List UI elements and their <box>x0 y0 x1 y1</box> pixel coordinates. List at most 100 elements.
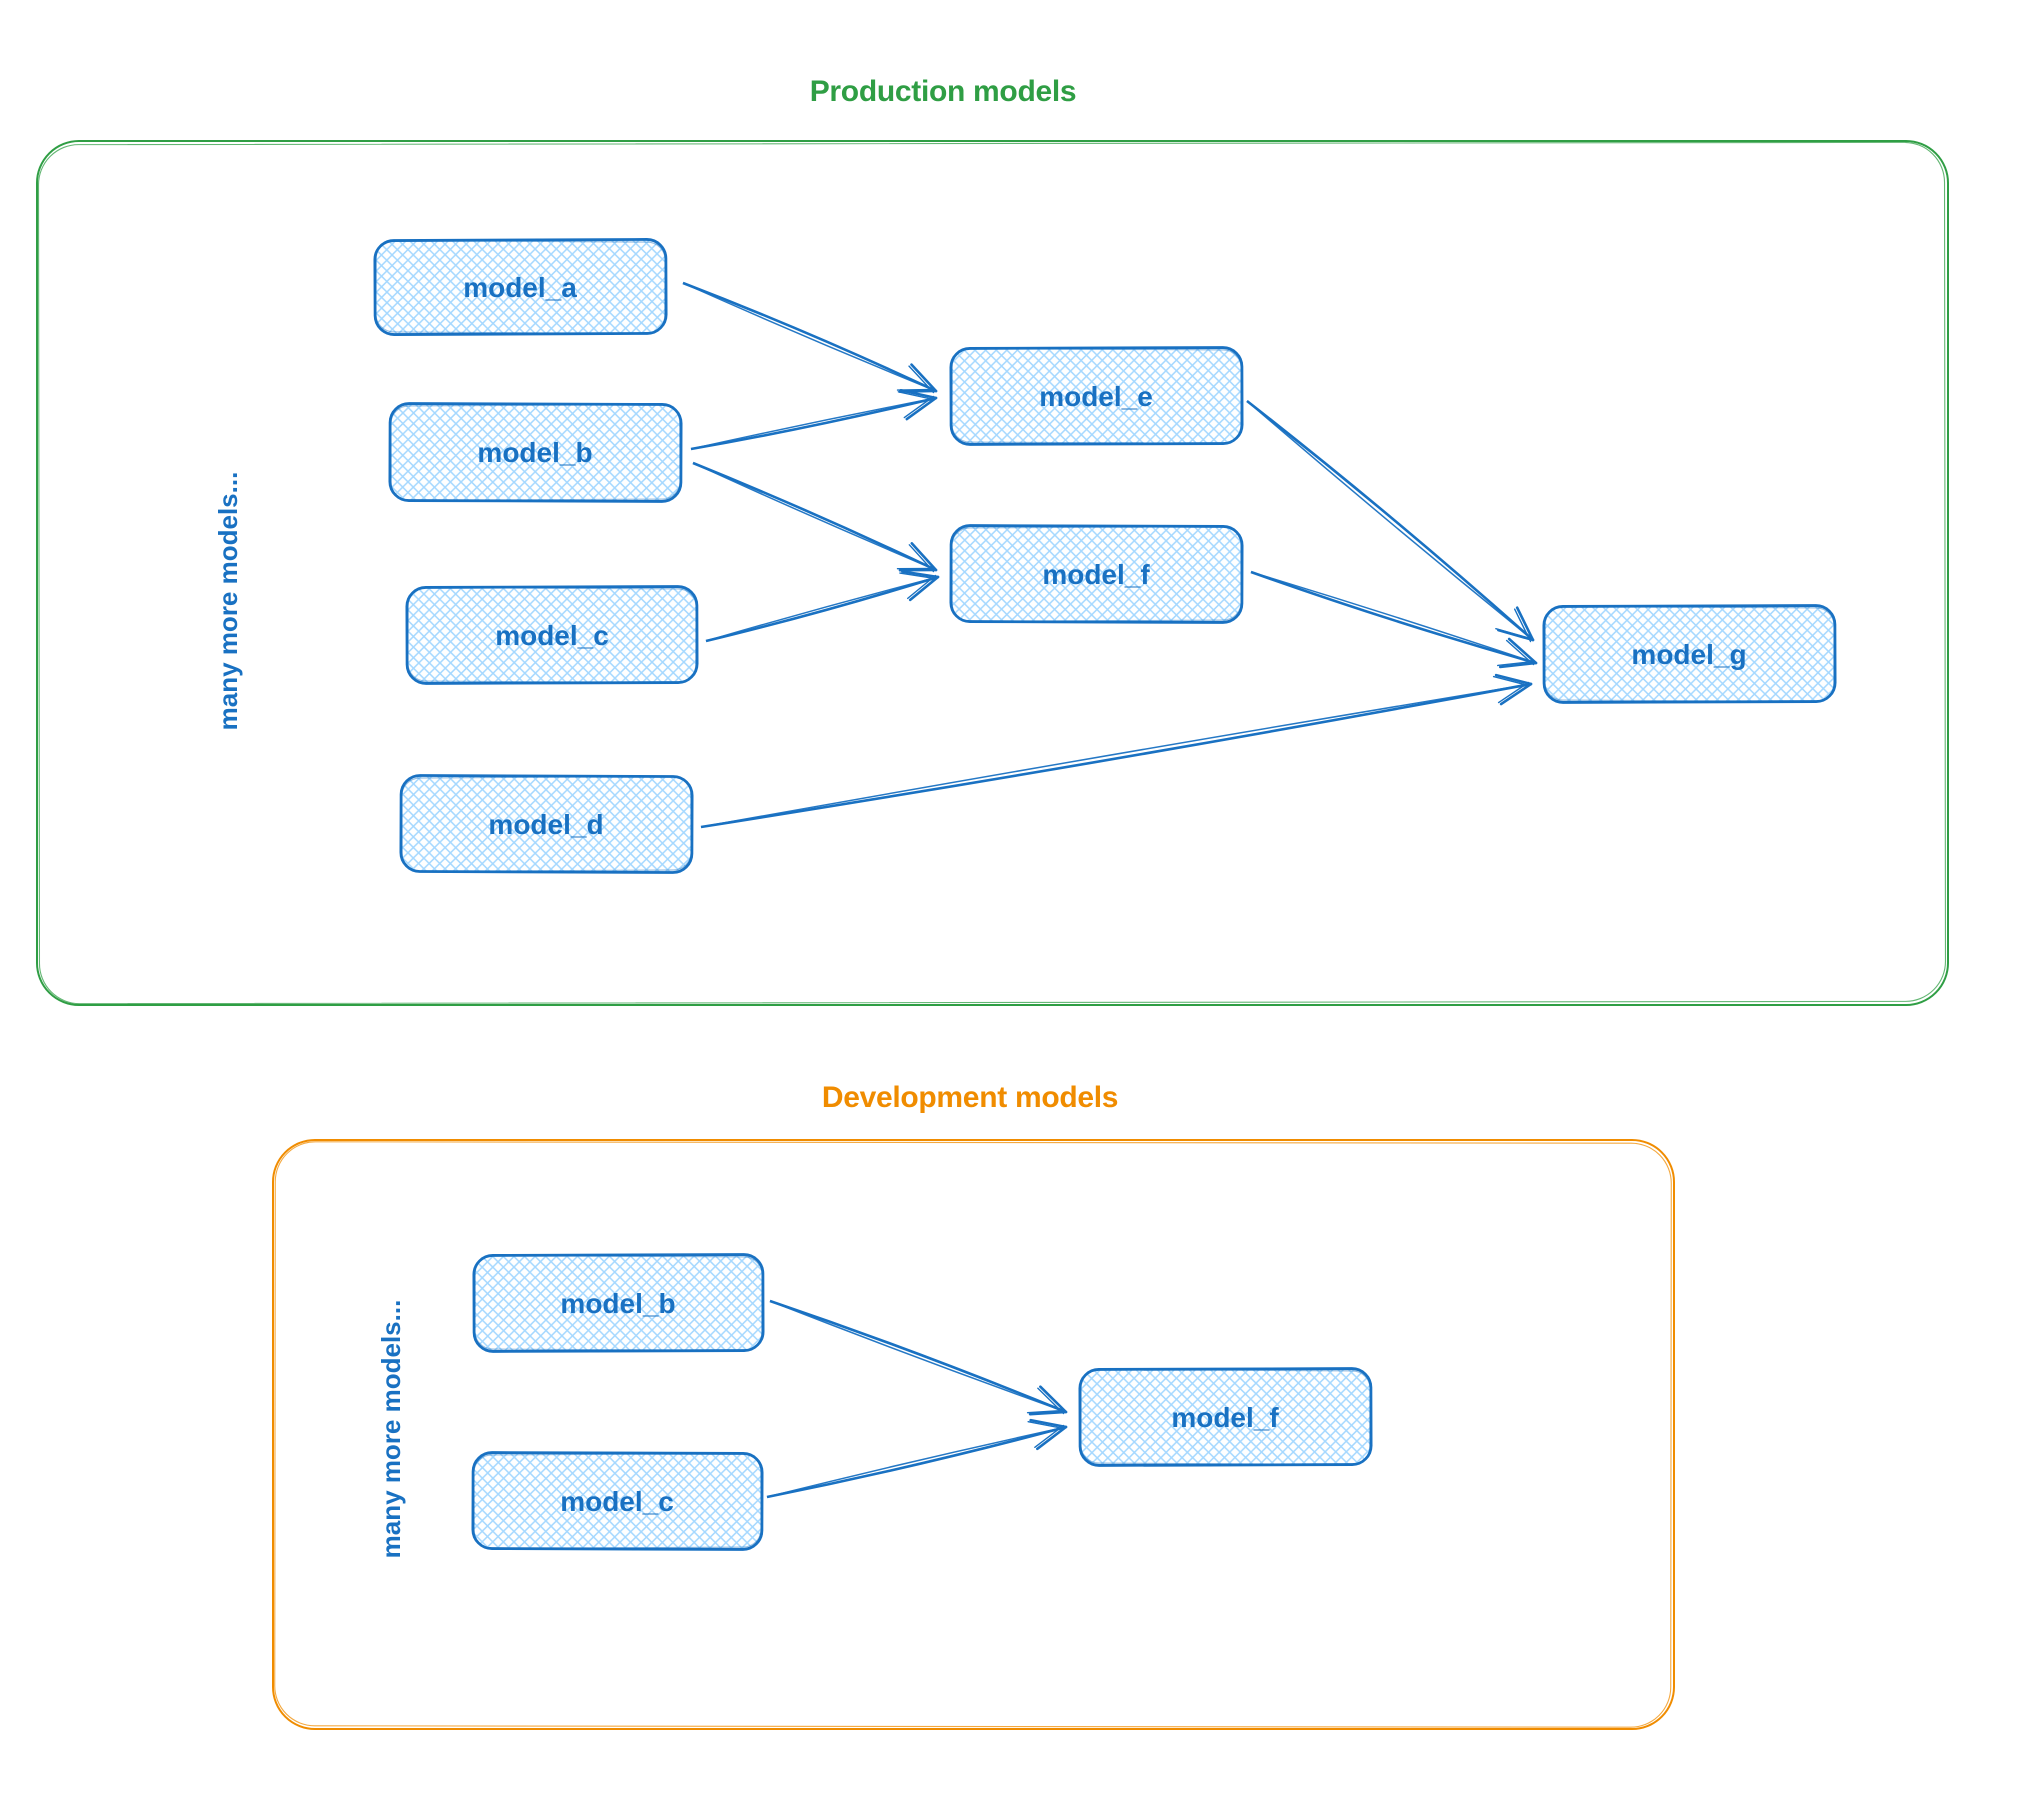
arrow-head-barb <box>908 365 935 394</box>
arrow-head-barb <box>1039 1385 1068 1414</box>
production-side-label: many more models... <box>213 472 243 731</box>
arrow-model_d-to-model_g <box>700 673 1533 829</box>
arrow-dev-model_b-to-model_f <box>769 1299 1068 1416</box>
node-box-echo <box>951 347 1242 445</box>
node-label-model_a: model_a <box>463 272 577 303</box>
development-container <box>272 1139 1675 1730</box>
production-container <box>36 140 1949 1006</box>
arrow-head-barb <box>1513 608 1532 643</box>
node-box <box>405 585 699 685</box>
node-box-echo <box>407 586 697 684</box>
production-title: Production models <box>810 75 1077 108</box>
arrow-head-barb <box>1498 661 1538 669</box>
arrow-head-barb <box>899 572 937 580</box>
arrow-head-barb <box>903 395 935 419</box>
arrow-head-barb <box>1505 639 1535 666</box>
arrow-head-barb <box>899 389 938 400</box>
node-box <box>388 402 683 503</box>
arrow-head-barb <box>1497 660 1535 667</box>
arrow-dev-model_c-to-model_f <box>766 1418 1068 1499</box>
node-label-model_d: model_d <box>488 809 603 840</box>
node-label-dev-model_b: model_b <box>560 1288 675 1319</box>
arrow-head-barb <box>1029 1418 1068 1429</box>
arrow-line <box>700 682 1532 829</box>
arrow-model_b-to-model_f <box>692 461 938 573</box>
arrow-line <box>692 461 937 572</box>
node-box <box>399 774 694 874</box>
development-group: Development models many more models... m… <box>272 1081 1675 1730</box>
arrow-head-barb <box>1494 673 1533 686</box>
node-label-model_c: model_c <box>495 620 609 651</box>
arrow-line <box>766 1425 1067 1499</box>
node-label-dev-model_c: model_c <box>560 1486 674 1517</box>
arrow-model_c-to-model_f <box>705 570 940 643</box>
arrow-line <box>690 397 937 450</box>
node-label-model_f: model_f <box>1042 559 1150 590</box>
node-production-model_g: model_g <box>1542 604 1837 704</box>
arrow-head-barb <box>901 570 940 579</box>
arrow-model_f-to-model_g <box>1250 570 1538 669</box>
node-production-model_e: model_e <box>949 346 1244 446</box>
arrow-head-barb <box>908 544 935 573</box>
arrow-head-barb <box>910 363 938 393</box>
node-box-echo <box>375 239 666 335</box>
arrow-line <box>690 396 937 451</box>
node-box <box>1542 604 1837 704</box>
arrow-head-barb <box>905 396 938 421</box>
arrow-head-barb <box>897 391 935 401</box>
arrow-model_e-to-model_g <box>1246 399 1535 643</box>
node-label-model_b: model_b <box>477 437 592 468</box>
development-side-label: many more models... <box>376 1300 406 1559</box>
arrow-head-barb <box>1028 1410 1068 1416</box>
arrow-head-barb <box>907 574 937 600</box>
arrow-model_a-to-model_e <box>682 281 938 394</box>
development-arrows <box>766 1299 1068 1499</box>
node-box-echo <box>401 775 692 873</box>
node-label-model_g: model_g <box>1631 639 1746 670</box>
arrow-head-barb <box>1497 628 1535 642</box>
arrow-head-barb <box>1027 1421 1065 1430</box>
node-box-echo <box>473 1452 762 1550</box>
node-box <box>949 346 1244 446</box>
arrow-line <box>1246 400 1534 641</box>
node-box-echo <box>1080 1368 1371 1466</box>
node-production-model_d: model_d <box>399 774 694 874</box>
node-box-echo <box>951 525 1242 623</box>
arrow-head-barb <box>1037 1387 1065 1415</box>
node-box-echo <box>474 1254 763 1352</box>
node-box-echo <box>390 403 681 502</box>
arrow-head-barb <box>1026 1409 1065 1414</box>
node-development-model_b: model_b <box>472 1253 765 1353</box>
arrow-line <box>682 282 937 392</box>
node-box <box>373 238 668 336</box>
arrow-head-barb <box>1492 675 1530 687</box>
arrow-head-barb <box>1515 606 1535 642</box>
node-box <box>472 1253 765 1353</box>
arrow-head-barb <box>1507 637 1538 665</box>
arrow-head-barb <box>1036 1425 1068 1451</box>
development-title: Development models <box>822 1081 1118 1114</box>
node-box <box>949 524 1244 624</box>
node-label-dev-model_f: model_f <box>1171 1402 1279 1433</box>
arrow-line <box>769 1299 1067 1414</box>
arrow-line <box>700 683 1532 828</box>
arrow-line <box>1250 570 1537 665</box>
node-label-model_e: model_e <box>1039 381 1153 412</box>
node-development-model_f: model_f <box>1078 1367 1373 1467</box>
node-production-model_f: model_f <box>949 524 1244 624</box>
arrow-head-barb <box>1034 1424 1065 1448</box>
node-production-model_b: model_b <box>388 402 683 503</box>
arrow-line <box>682 281 937 393</box>
production-group: Production models many more models... mo… <box>36 75 1949 1006</box>
node-development-model_c: model_c <box>471 1451 764 1551</box>
arrow-model_b-to-model_e <box>690 389 938 451</box>
arrow-head-barb <box>1499 682 1533 706</box>
arrow-line <box>705 575 939 643</box>
arrow-line <box>692 462 937 571</box>
node-box <box>1078 1367 1373 1467</box>
node-production-model_a: model_a <box>373 238 668 336</box>
arrow-line <box>1250 571 1537 664</box>
node-box <box>471 1451 764 1551</box>
arrow-line <box>769 1300 1067 1413</box>
